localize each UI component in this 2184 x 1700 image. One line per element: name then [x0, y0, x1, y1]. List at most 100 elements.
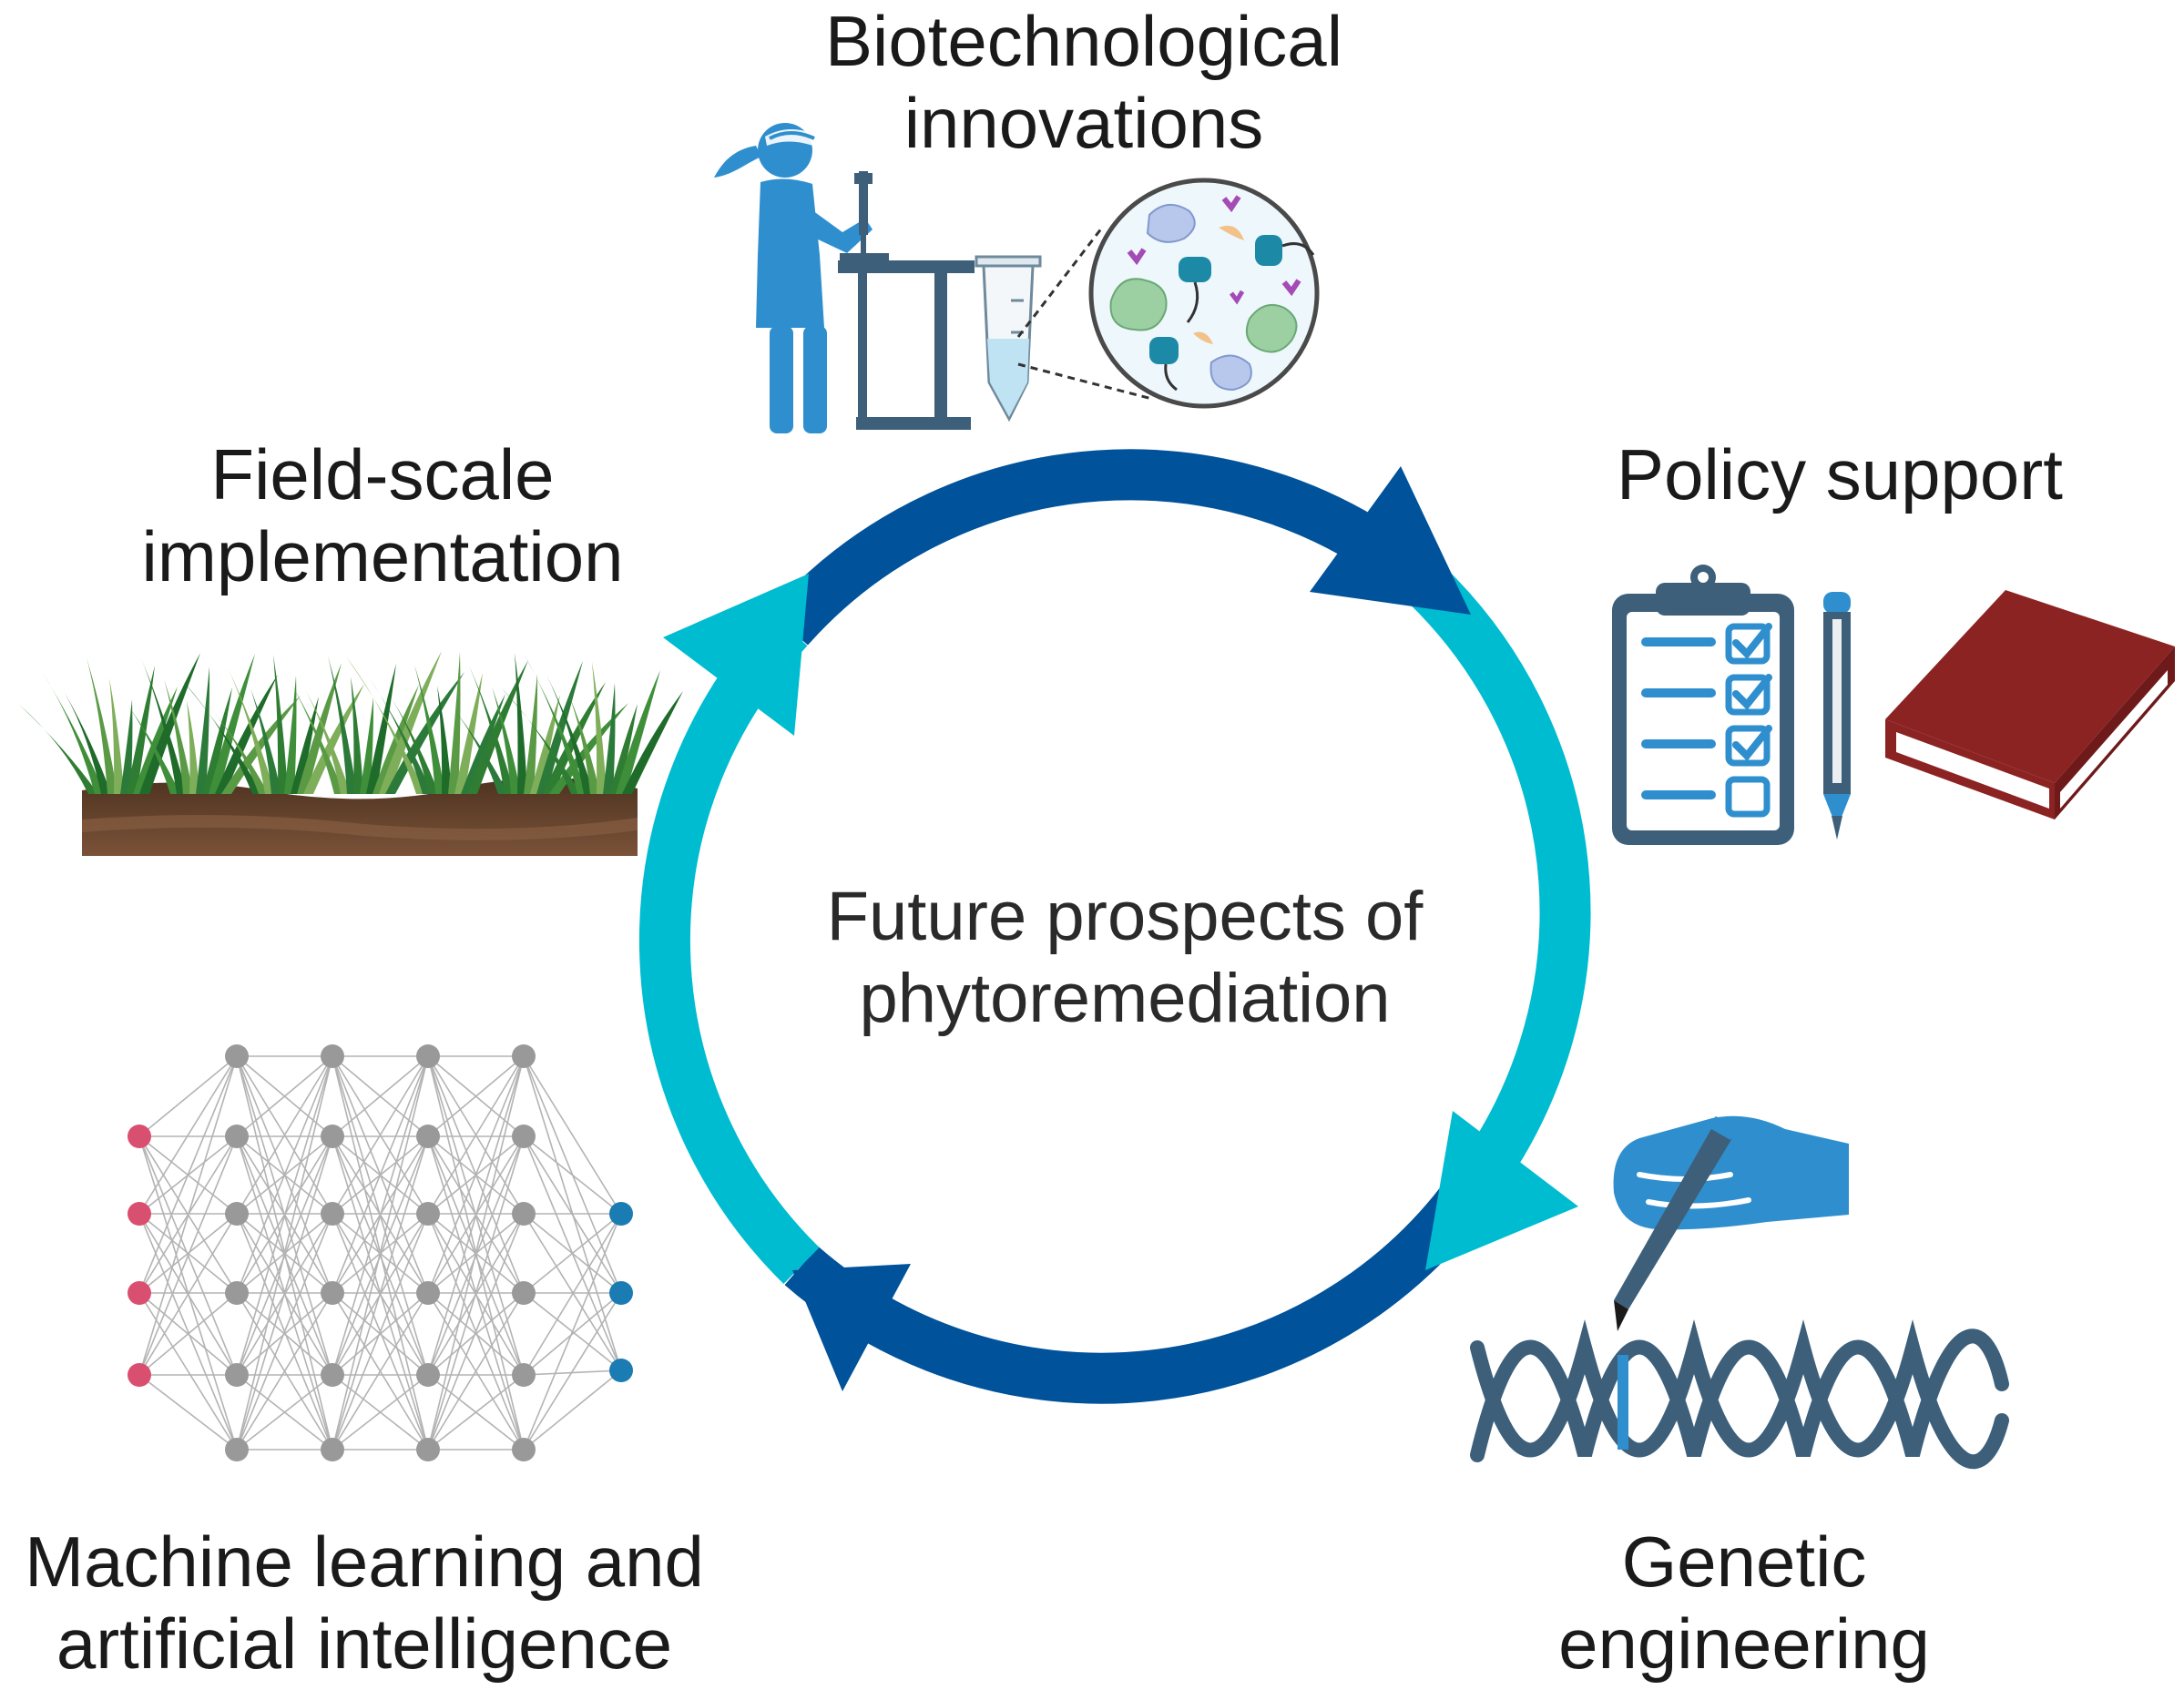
grass-blade: [524, 674, 538, 794]
cycle-arc-left: [639, 610, 820, 1284]
grass-blade: [530, 695, 560, 794]
grass-blade: [366, 664, 396, 794]
nn-hidden-node: [416, 1044, 440, 1068]
nn-hidden-node: [225, 1363, 249, 1387]
node-label-biotech-line1: Biotechnological: [824, 1, 1343, 81]
nn-edge: [427, 1055, 525, 1294]
grass-blade: [492, 687, 521, 794]
nn-hidden-node: [416, 1438, 440, 1461]
nn-output-node: [609, 1202, 633, 1226]
nn-hidden-node: [321, 1202, 344, 1226]
grass-blade: [164, 679, 193, 794]
node-label-field: Field-scale implementation: [55, 433, 710, 597]
dna-edited-segment: [1618, 1355, 1628, 1450]
grass-blade: [202, 687, 232, 794]
hand-pen-icon: [1613, 1115, 1849, 1331]
grass-blade: [549, 703, 628, 794]
nn-hidden-node: [321, 1281, 344, 1305]
nn-edge: [236, 1213, 333, 1451]
pencil-icon: [1823, 592, 1851, 840]
nn-hidden-node: [321, 1363, 344, 1387]
grass-blade: [592, 662, 607, 794]
nn-hidden-node: [416, 1363, 440, 1387]
cycle-arrowhead-top-right: [1310, 466, 1471, 615]
nn-edge: [236, 1135, 333, 1451]
grass-blade: [196, 667, 210, 794]
grass-blade: [127, 666, 155, 794]
nn-output-node: [609, 1359, 633, 1382]
nn-hidden-node: [225, 1125, 249, 1148]
dna-editing-icon: [1470, 1115, 2009, 1470]
grass-blade: [120, 699, 133, 794]
nn-edge: [236, 1055, 333, 1376]
grass-blade: [603, 683, 616, 794]
nn-edge: [332, 1292, 429, 1376]
grass-blade: [87, 657, 117, 794]
grass-blade: [109, 678, 124, 794]
nn-edge: [523, 1213, 622, 1371]
nn-edge: [427, 1055, 525, 1215]
nn-hidden-node: [225, 1438, 249, 1461]
grass-blade: [501, 687, 581, 794]
cycle-arrowhead-right: [1425, 1111, 1578, 1270]
grass-blade: [379, 651, 442, 794]
node-label-ml-line2: artificial intelligence: [56, 1603, 673, 1684]
nn-hidden-node: [512, 1044, 536, 1068]
nn-edge: [138, 1292, 238, 1376]
cycle-arc-top: [770, 449, 1443, 646]
grass-blade: [616, 670, 660, 794]
nn-edge: [427, 1055, 525, 1376]
nn-edge: [332, 1055, 429, 1137]
grass-blade: [328, 656, 357, 794]
nn-edge: [138, 1213, 238, 1294]
grass-blade: [303, 684, 364, 794]
grass-blade: [448, 652, 461, 794]
grass-blade: [469, 666, 515, 794]
node-label-policy: Policy support: [1530, 433, 2149, 515]
nn-edge: [332, 1055, 429, 1215]
nn-input-node: [128, 1281, 151, 1305]
node-label-genetic: Genetic engineering: [1466, 1521, 2022, 1685]
nn-edge: [236, 1292, 333, 1451]
grass-blade: [205, 701, 269, 794]
nn-edge: [138, 1374, 238, 1451]
nn-hidden-node: [321, 1044, 344, 1068]
nn-edge: [138, 1055, 238, 1294]
book-icon: [1885, 590, 2175, 819]
nn-edge: [138, 1213, 238, 1376]
nn-hidden-node: [416, 1281, 440, 1305]
nn-edge: [523, 1135, 622, 1215]
nn-edge: [138, 1055, 238, 1376]
grass-blade: [369, 677, 433, 794]
magnified-cells-icon: [1016, 178, 1320, 409]
nn-hidden-node: [225, 1281, 249, 1305]
cycle-ring: [639, 449, 1591, 1404]
grass-blade: [392, 698, 439, 794]
grass-blade: [297, 663, 342, 794]
grass-blade: [414, 665, 445, 794]
nn-edge: [332, 1055, 429, 1376]
checklist: [1641, 623, 1772, 818]
nn-hidden-node: [225, 1044, 249, 1068]
nn-output-node: [609, 1281, 633, 1305]
nn-edge: [427, 1135, 525, 1451]
node-label-biotech-line2: innovations: [903, 83, 1264, 163]
nn-input-node: [128, 1125, 151, 1148]
node-label-field-line2: implementation: [141, 516, 624, 596]
nn-input-node: [128, 1202, 151, 1226]
nn-edge: [427, 1055, 525, 1137]
node-label-field-line1: Field-scale: [210, 434, 555, 514]
nn-hidden-node: [512, 1125, 536, 1148]
nn-edge: [332, 1055, 429, 1294]
center-label-line1: Future prospects of: [826, 878, 1424, 955]
grass-blade: [622, 691, 683, 794]
nn-edge: [236, 1055, 333, 1215]
nn-edge: [138, 1055, 238, 1137]
grass-blade: [118, 692, 180, 794]
nn-edge: [332, 1292, 429, 1451]
grass-field-icon: [18, 651, 683, 856]
grass-blade: [385, 672, 464, 794]
grass-blade: [64, 691, 111, 794]
